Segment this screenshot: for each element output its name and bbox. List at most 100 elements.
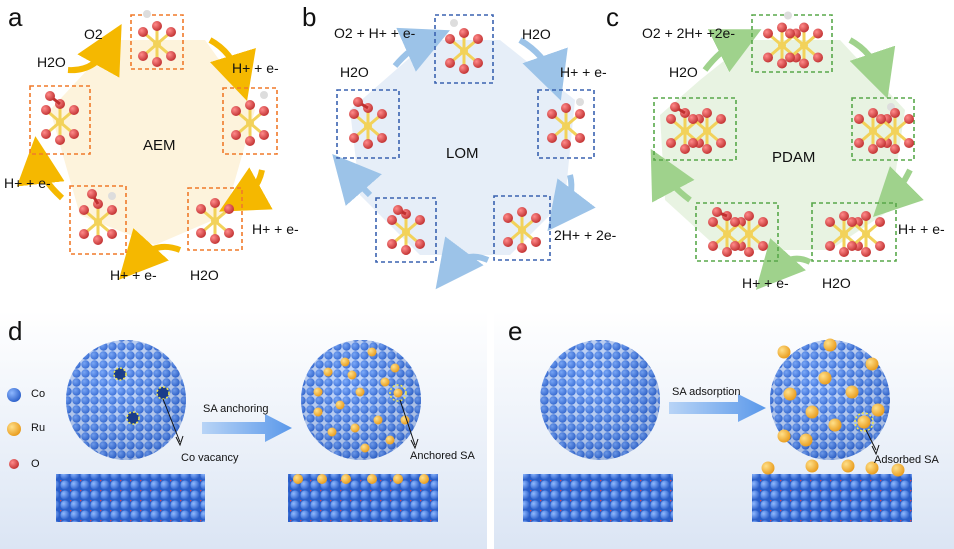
lom-intermediate-molecule-3: [503, 207, 541, 253]
co-slab-vacancy: [56, 474, 205, 522]
pdam-intermediate-molecule-2b: [876, 108, 914, 154]
pdam-intermediate-molecule-1b: [785, 22, 823, 69]
pdam-intermediate-molecule-4b: [730, 211, 768, 257]
lom-label-hpe-right: H+ + e-: [560, 64, 607, 80]
co-vacancy-pointer: [162, 398, 181, 443]
adsorbed-sa-pointer: [865, 429, 877, 451]
co-slab-adsorbed: [752, 474, 912, 522]
panel-letter-d: d: [8, 316, 23, 346]
aem-intermediate-box-2: [222, 87, 278, 155]
lom-arrow-5: [332, 153, 382, 206]
panel-d-illustration: [7, 340, 438, 522]
pdam-intermediate-molecule-2a: [854, 103, 895, 154]
lom-center-label: LOM: [446, 145, 479, 162]
lom-label-h2o-left: H2O: [340, 64, 369, 80]
lom-intermediate-molecule-4: [387, 205, 425, 255]
legend-ru-dot: [7, 422, 21, 436]
lom-intermediate-box-4: [375, 197, 437, 263]
lom-intermediate-box-1: [434, 14, 494, 84]
aem-intermediate-box-3: [187, 187, 243, 251]
anchored-sa-pointer: [399, 399, 416, 446]
pdam-arrow-1: [702, 29, 762, 73]
lom-intermediate-box-3: [493, 195, 551, 261]
vacancy-marker-2: [156, 386, 170, 400]
aem-label-h2o-top: H2O: [37, 54, 66, 70]
pdam-arrow-2: [848, 37, 896, 99]
lom-intermediate-box-2: [537, 89, 595, 159]
panel-c-cycle: [650, 29, 924, 290]
aem-intermediate-molecule-4: [79, 189, 117, 245]
aem-intermediate-molecule-3: [196, 198, 234, 244]
aem-background: [50, 40, 255, 245]
aem-label-h2o-bottom: H2O: [190, 267, 219, 283]
aem-arrow-4: [118, 228, 182, 280]
lom-label-2hpe: 2H+ + 2e-: [554, 227, 617, 243]
aem-center-label: AEM: [143, 137, 176, 154]
pdam-label-hpe-bottom: H+ + e-: [742, 275, 789, 291]
legend-o-dot: [9, 459, 19, 469]
panel-b-cycle: [332, 27, 596, 290]
aem-intermediate-molecule-1: [138, 10, 176, 67]
co-slab-anchored: [288, 474, 438, 522]
lom-intermediate-molecule-2: [547, 98, 585, 149]
aem-intermediate-molecule-5: [41, 91, 79, 145]
pdam-center-label: PDAM: [772, 149, 816, 166]
pdam-intermediate-molecule-3b: [847, 211, 885, 257]
sa-anchoring-arrow: [202, 414, 292, 442]
aem-label-hpe-right-bottom: H+ + e-: [252, 221, 299, 237]
pdam-intermediate-molecule-5b: [688, 108, 726, 154]
sa-anchoring-label: SA anchoring: [203, 403, 269, 415]
pdam-intermediate-molecule-1a: [763, 11, 801, 69]
pdam-arrow-4: [755, 238, 812, 290]
co-slab-pristine: [523, 474, 673, 522]
pdam-intermediate-box-2: [851, 97, 915, 161]
aem-arrow-2: [208, 37, 256, 101]
adsorbed-ru-atoms: [777, 338, 885, 447]
aem-arrow-1: [67, 24, 122, 78]
aem-arrow-3: [219, 167, 273, 212]
legend-co-label: Co: [31, 388, 46, 400]
slab-adsorbed-ru: [761, 459, 905, 477]
aem-intermediate-box-1: [130, 14, 184, 70]
sa-adsorption-label: SA adsorption: [672, 386, 741, 398]
pdam-intermediate-box-3: [811, 202, 897, 262]
legend-ru-label: Ru: [31, 422, 46, 434]
panel-letter-e: e: [508, 316, 523, 346]
aem-label-o2: O2: [84, 26, 103, 42]
pdam-background: [660, 40, 905, 250]
panel-letter-a: a: [8, 2, 23, 32]
lom-label-h2o-right: H2O: [522, 26, 551, 42]
anchored-sa-marker: [389, 384, 407, 402]
adsorbed-sa-marker: [854, 412, 874, 432]
pdam-label-h2o-left: H2O: [669, 64, 698, 80]
co-vacancy-label: Co vacancy: [181, 452, 239, 464]
pdam-label-hpe-right: H+ + e-: [898, 221, 945, 237]
panel-letter-c: c: [606, 2, 619, 32]
vacancy-marker-1: [113, 367, 127, 381]
anchored-sa-label: Anchored SA: [410, 450, 475, 462]
aem-label-hpe-right-top: H+ + e-: [232, 60, 279, 76]
sa-adsorption-arrow: [669, 394, 766, 422]
pdam-intermediate-box-1: [751, 14, 833, 73]
aem-intermediate-box-5: [29, 85, 91, 155]
lom-arrow-2: [518, 37, 568, 101]
legend-co-dot: [7, 388, 21, 402]
lom-intermediate-molecule-1: [445, 19, 483, 74]
pdam-arrow-3: [873, 166, 924, 217]
pdam-arrow-5: [650, 148, 695, 203]
panel-e-illustration: [523, 338, 912, 522]
aem-arrow-5: [16, 136, 65, 201]
vacancy-marker-3: [126, 411, 140, 425]
lom-arrow-3: [547, 174, 596, 232]
slab-anchored-ru: [293, 474, 429, 484]
pdam-intermediate-box-5: [653, 97, 737, 161]
lom-arrow-1: [392, 27, 450, 72]
panel-a-cycle: [16, 24, 273, 280]
pdam-label-h2o-bottom: H2O: [822, 275, 851, 291]
lom-label-o2hpe: O2 + H+ + e-: [334, 25, 416, 41]
panel-letter-b: b: [302, 2, 317, 32]
adsorbed-sa-label: Adsorbed SA: [874, 454, 939, 466]
lom-intermediate-molecule-5: [349, 97, 387, 149]
aem-intermediate-molecule-2: [231, 91, 269, 146]
